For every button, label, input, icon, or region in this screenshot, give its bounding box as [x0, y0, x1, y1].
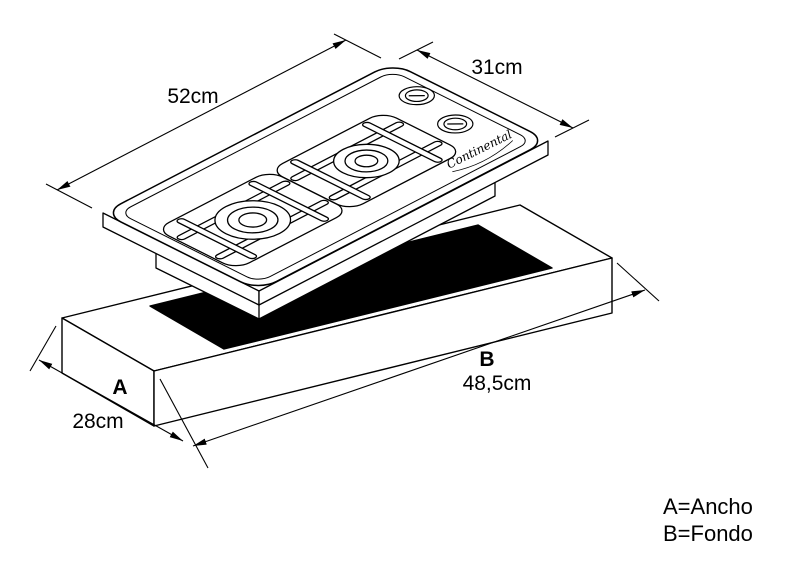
pan-support-bar	[175, 218, 258, 260]
dimension-letter-a: A	[112, 376, 127, 399]
extension-line	[398, 41, 434, 60]
legend: A=Ancho B=Fondo	[663, 494, 753, 546]
dimension-a	[29, 325, 184, 442]
extension-line	[45, 183, 93, 209]
dimension-31cm	[398, 41, 590, 138]
dimension-line-52cm	[56, 39, 347, 191]
brand-underline	[452, 140, 514, 173]
dimension-line-31cm	[416, 49, 574, 129]
legend-line-a: A=Ancho	[663, 494, 753, 519]
dimension-label-b: 48,5cm	[463, 372, 532, 395]
burner-cap	[233, 210, 272, 230]
dimension-letter-b: B	[479, 348, 494, 371]
dimension-line-b	[192, 289, 646, 447]
burner-left	[156, 170, 350, 269]
burner-cap	[350, 153, 382, 169]
legend-line-b: B=Fondo	[663, 521, 753, 546]
dimension-label-31cm: 31cm	[471, 56, 522, 79]
dimensions	[29, 33, 660, 469]
extension-line	[616, 262, 660, 302]
extension-line	[554, 119, 590, 138]
dimension-label-a: 28cm	[72, 410, 123, 433]
pan-support-bar	[361, 121, 444, 163]
labels: 52cm 31cm A 28cm B 48,5cm	[72, 56, 531, 433]
extension-line	[29, 325, 57, 372]
dimension-label-52cm: 52cm	[167, 85, 218, 108]
extension-line	[159, 378, 209, 469]
extension-line	[333, 33, 382, 59]
dimension-line-a	[38, 359, 184, 442]
dimension-b	[159, 262, 660, 469]
dimension-52cm	[45, 33, 382, 209]
